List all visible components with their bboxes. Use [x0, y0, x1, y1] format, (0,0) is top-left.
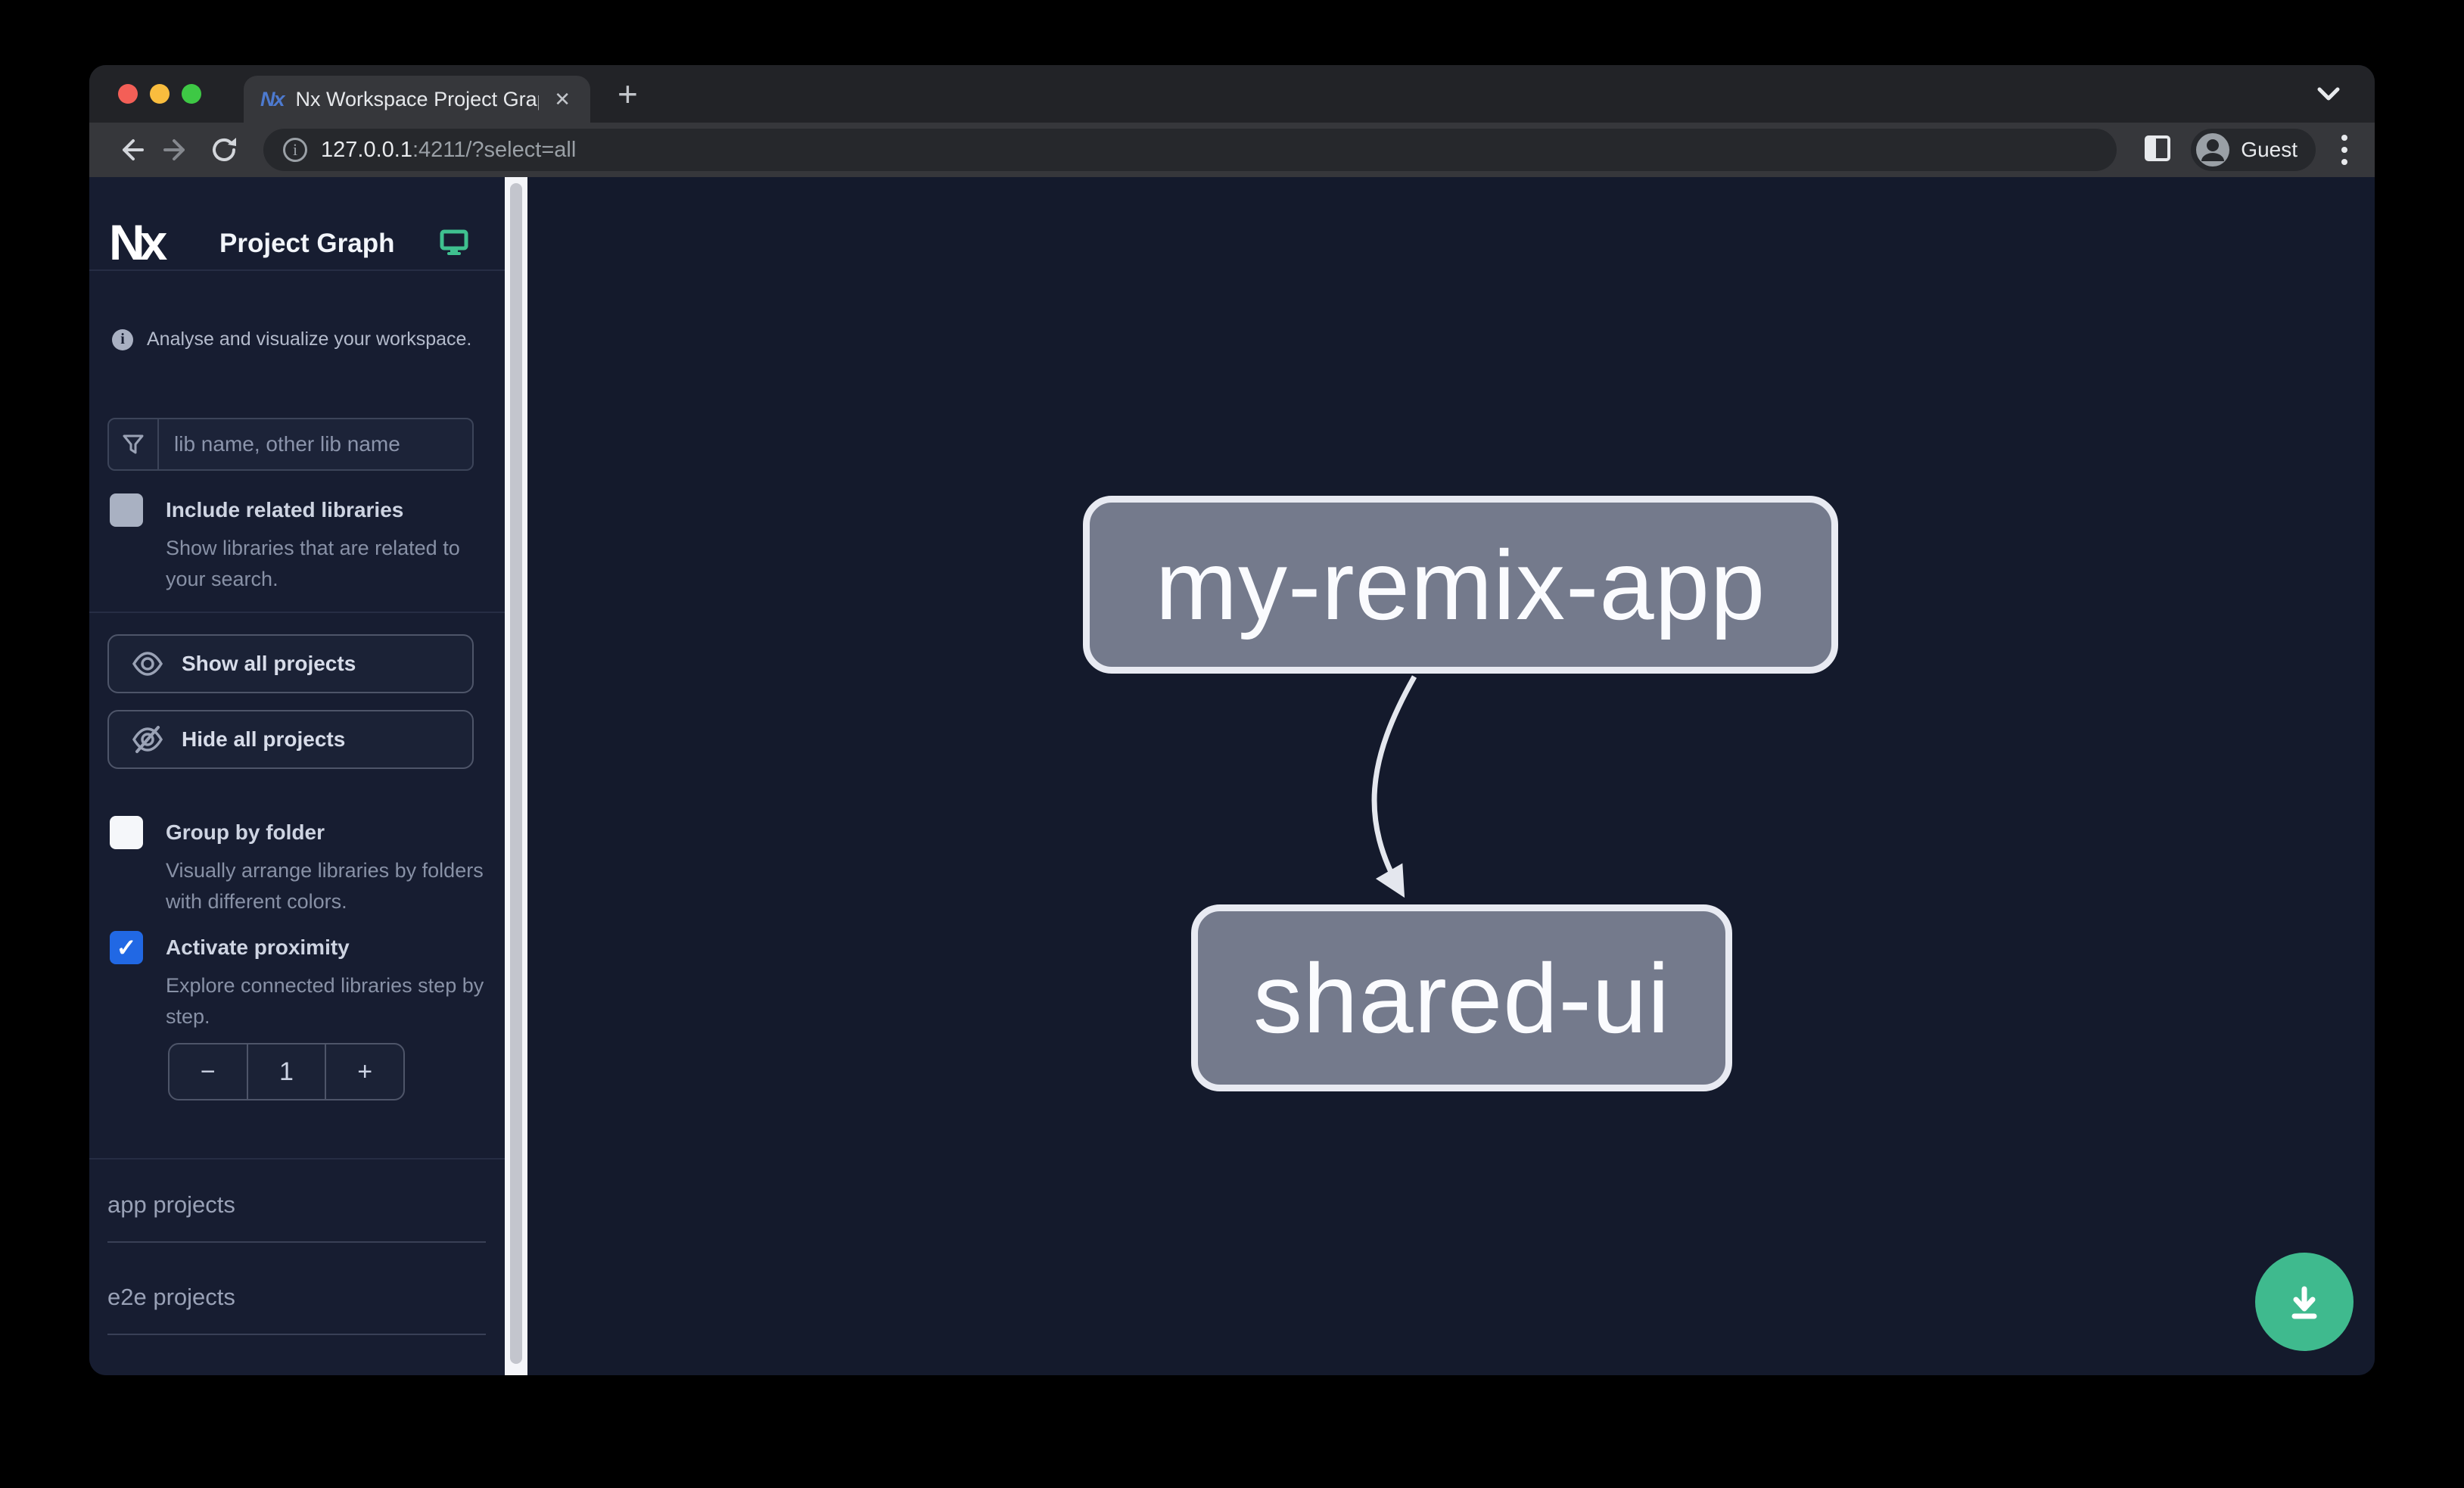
- profile-name: Guest: [2241, 138, 2298, 161]
- group-by-folder-checkbox[interactable]: [110, 816, 143, 849]
- sidebar: Nx Project Graph i Analyse and visualize…: [89, 177, 505, 1375]
- forward-button[interactable]: [157, 130, 197, 170]
- info-icon: i: [112, 328, 133, 350]
- toolbar-right: Guest: [2144, 129, 2354, 171]
- group-by-folder-label: Group by folder: [166, 820, 325, 844]
- avatar: [2196, 133, 2230, 167]
- theme-monitor-icon[interactable]: [439, 227, 469, 261]
- browser-window: Nx Nx Workspace Project Graph ✕ + i 127.…: [89, 65, 2375, 1375]
- include-related-checkbox[interactable]: [110, 493, 143, 527]
- section-divider: [89, 612, 505, 613]
- proximity-decrement-button[interactable]: −: [200, 1057, 216, 1086]
- tab-strip: Nx Nx Workspace Project Graph ✕ +: [89, 65, 2375, 123]
- profile-button[interactable]: Guest: [2191, 129, 2316, 171]
- project-graph-canvas[interactable]: my-remix-app shared-ui: [527, 177, 2375, 1375]
- show-all-projects-button[interactable]: Show all projects: [107, 634, 474, 693]
- node-label: shared-ui: [1253, 942, 1670, 1054]
- back-button[interactable]: [110, 130, 150, 170]
- window-controls: [118, 84, 201, 104]
- nx-logo: Nx: [109, 214, 167, 270]
- download-graph-button[interactable]: [2255, 1253, 2354, 1351]
- show-all-label: Show all projects: [182, 652, 356, 675]
- side-panel-icon[interactable]: [2144, 135, 2171, 166]
- header-divider: [89, 269, 505, 271]
- proximity-value: 1: [246, 1044, 325, 1099]
- tab-title: Nx Workspace Project Graph: [295, 87, 540, 111]
- node-label: my-remix-app: [1155, 529, 1766, 640]
- section-underline: [107, 1241, 486, 1243]
- sidebar-scrollbar[interactable]: [505, 177, 527, 1375]
- section-app-projects[interactable]: app projects: [107, 1191, 235, 1218]
- nx-favicon-icon: Nx: [260, 87, 285, 111]
- include-related-label: Include related libraries: [166, 498, 404, 521]
- activate-proximity-checkbox[interactable]: ✓: [110, 931, 143, 964]
- proximity-increment-button[interactable]: +: [325, 1044, 403, 1099]
- activate-proximity-label: Activate proximity: [166, 935, 350, 959]
- address-bar[interactable]: i 127.0.0.1:4211/?select=all: [263, 129, 2117, 171]
- funnel-icon: [109, 419, 159, 469]
- menu-kebab-icon[interactable]: [2335, 135, 2354, 165]
- filter-input[interactable]: [159, 419, 472, 469]
- minimize-window-button[interactable]: [150, 84, 170, 104]
- eye-icon: [132, 652, 163, 676]
- download-icon: [2291, 1286, 2317, 1319]
- scrollbar-thumb[interactable]: [510, 183, 522, 1364]
- section-e2e-projects[interactable]: e2e projects: [107, 1284, 235, 1310]
- include-related-description: Show libraries that are related to your …: [166, 537, 460, 590]
- close-window-button[interactable]: [118, 84, 138, 104]
- browser-tab[interactable]: Nx Nx Workspace Project Graph ✕: [244, 76, 590, 123]
- tagline: Analyse and visualize your workspace.: [147, 328, 472, 350]
- url-text: 127.0.0.1:4211/?select=all: [321, 137, 577, 162]
- tab-search-chevron-icon[interactable]: [2316, 85, 2341, 107]
- hide-all-projects-button[interactable]: Hide all projects: [107, 710, 474, 769]
- graph-node-shared-ui[interactable]: shared-ui: [1191, 904, 1732, 1091]
- hide-all-label: Hide all projects: [182, 727, 346, 751]
- browser-toolbar: i 127.0.0.1:4211/?select=all Guest: [89, 123, 2375, 177]
- graph-node-my-remix-app[interactable]: my-remix-app: [1083, 496, 1838, 674]
- eye-off-icon: [132, 726, 163, 753]
- proximity-stepper: − 1 +: [168, 1043, 405, 1100]
- activate-proximity-description: Explore connected libraries step by step…: [166, 974, 484, 1028]
- reload-button[interactable]: [204, 130, 244, 170]
- tab-close-icon[interactable]: ✕: [554, 87, 571, 111]
- page-title: Project Graph: [219, 229, 395, 258]
- site-info-icon[interactable]: i: [283, 138, 307, 162]
- section-divider: [89, 1158, 505, 1160]
- dependency-edge: [1371, 675, 1417, 898]
- filter-box: [107, 418, 474, 471]
- zoom-window-button[interactable]: [182, 84, 201, 104]
- group-by-folder-description: Visually arrange libraries by folders wi…: [166, 859, 484, 913]
- section-underline: [107, 1334, 486, 1335]
